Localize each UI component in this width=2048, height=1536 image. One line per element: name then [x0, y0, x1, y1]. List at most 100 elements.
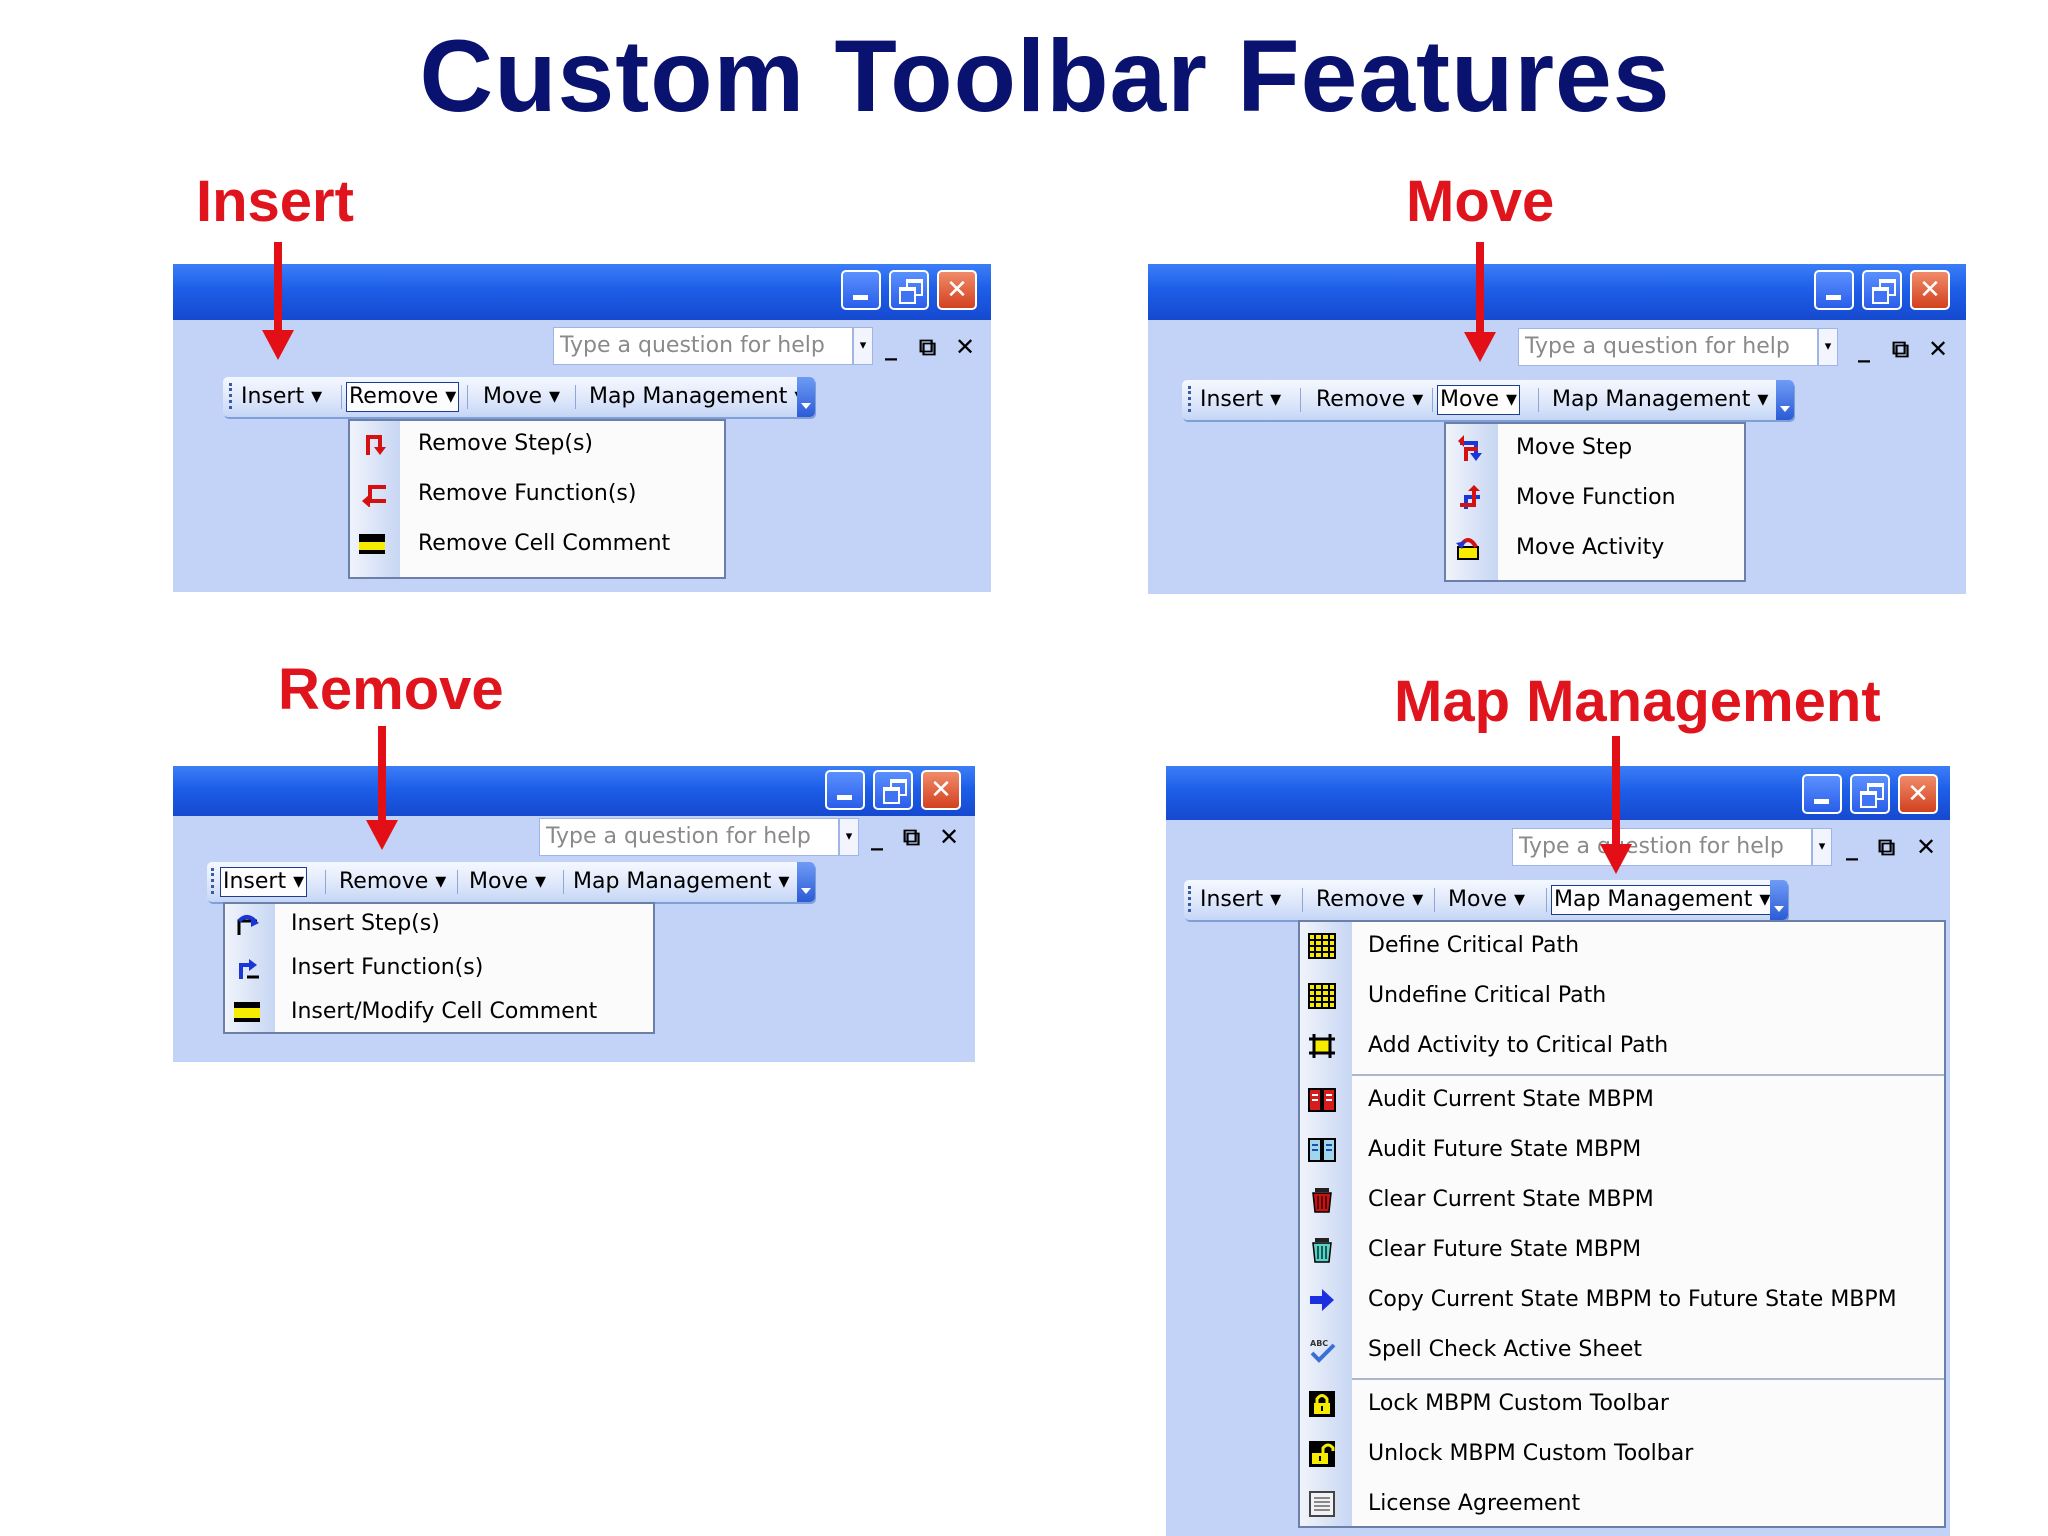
chevron-down-icon: ▾	[1759, 887, 1771, 912]
toolbar-grip[interactable]	[229, 383, 235, 409]
menu-item-lock-mbpm-custom-toolbar[interactable]: Lock MBPM Custom Toolbar	[1300, 1386, 1944, 1422]
menu-item-insert-step[interactable]: Insert Step(s)	[225, 906, 653, 942]
toolbar-map-management-menu[interactable]: Map Management ▾	[1552, 387, 1769, 412]
toolbar-move-menu[interactable]: Move ▾	[483, 384, 561, 409]
panel-map-management-menu: ✕ Type a question for help ▾ _ ⧉ ✕ Inser…	[1166, 766, 1950, 1536]
menu-item-remove-function[interactable]: Remove Function(s)	[350, 476, 724, 512]
book-blue-icon	[1308, 1138, 1336, 1162]
doc-restore-icon[interactable]: ⧉	[903, 823, 921, 851]
toolbar-map-management-menu[interactable]: Map Management ▾	[573, 869, 790, 894]
toolbar-move-menu[interactable]: Move ▾	[1448, 887, 1526, 912]
move-activity-icon	[1456, 538, 1479, 560]
menu-item-clear-current-state-mbpm[interactable]: Clear Current State MBPM	[1300, 1182, 1944, 1218]
menu-item-spell-check-active-sheet[interactable]: ABC Spell Check Active Sheet	[1310, 1337, 1643, 1363]
close-button[interactable]: ✕	[937, 270, 977, 310]
minimize-button[interactable]	[825, 770, 865, 810]
toolbar-insert-menu[interactable]: Insert ▾	[241, 384, 323, 409]
toolbar-options-button[interactable]	[797, 862, 815, 902]
doc-minimize-icon[interactable]: _	[885, 333, 897, 361]
restore-button[interactable]	[1862, 270, 1902, 310]
help-dropdown-button[interactable]: ▾	[1812, 828, 1832, 866]
toolbar-map-management-menu[interactable]: Map Management ▾	[589, 383, 805, 411]
toolbar-map-management-menu[interactable]: Map Management ▾	[1550, 885, 1774, 915]
doc-minimize-icon[interactable]: _	[1858, 335, 1870, 363]
toolbar-separator	[1300, 388, 1301, 412]
menu-item-audit-future-state-mbpm[interactable]: Audit Future State MBPM	[1300, 1132, 1944, 1168]
toolbar-separator	[467, 385, 468, 409]
menu-item-unlock-mbpm-custom-toolbar[interactable]: Unlock MBPM Custom Toolbar	[1300, 1436, 1944, 1472]
custom-toolbar: Insert ▾ Remove ▾ Move ▾ Map Management …	[223, 377, 815, 417]
doc-restore-icon[interactable]: ⧉	[1892, 335, 1910, 363]
doc-restore-icon[interactable]: ⧉	[1878, 833, 1896, 861]
help-dropdown-button[interactable]: ▾	[853, 327, 873, 365]
toolbar-insert-menu[interactable]: Insert ▾	[219, 867, 308, 897]
doc-close-icon[interactable]: ✕	[939, 823, 960, 851]
restore-button[interactable]	[889, 270, 929, 310]
menu-item-insert-modify-cell-comment[interactable]: Insert/Modify Cell Comment	[225, 994, 653, 1030]
doc-minimize-icon[interactable]: _	[1846, 833, 1858, 861]
help-search-input[interactable]: Type a question for help	[1512, 828, 1812, 866]
menu-item-add-activity-to-critical-path[interactable]: Add Activity to Critical Path	[1300, 1028, 1944, 1064]
document-icon	[1309, 1491, 1335, 1517]
menu-item-audit-current-state-mbpm[interactable]: Audit Current State MBPM	[1300, 1082, 1944, 1118]
insert-dropdown-menu: Insert Step(s) Insert Function(s) Insert…	[223, 902, 655, 1034]
chevron-down-icon: ▾	[1506, 387, 1518, 412]
unlock-icon	[1309, 1441, 1335, 1467]
toolbar-remove-menu[interactable]: Remove ▾	[339, 869, 447, 894]
toolbar-remove-menu[interactable]: Remove ▾	[345, 382, 460, 412]
remove-function-icon	[362, 485, 386, 507]
restore-button[interactable]	[873, 770, 913, 810]
doc-minimize-icon[interactable]: _	[871, 823, 883, 851]
doc-close-icon[interactable]: ✕	[1928, 335, 1949, 363]
toolbar-options-button[interactable]	[1770, 880, 1788, 920]
window-titlebar: ✕	[173, 766, 975, 816]
menu-item-move-step[interactable]: Move Step	[1446, 430, 1744, 466]
toolbar-insert-menu[interactable]: Insert ▾	[1200, 887, 1282, 912]
toolbar-grip[interactable]	[1188, 386, 1194, 412]
restore-button[interactable]	[1850, 774, 1890, 814]
close-button[interactable]: ✕	[1910, 270, 1950, 310]
close-button[interactable]: ✕	[1898, 774, 1938, 814]
minimize-button[interactable]	[841, 270, 881, 310]
menu-item-clear-future-state-mbpm[interactable]: Clear Future State MBPM	[1300, 1232, 1944, 1268]
menu-separator	[1352, 1074, 1944, 1076]
doc-close-icon[interactable]: ✕	[1916, 833, 1937, 861]
menu-item-define-critical-path[interactable]: Define Critical Path	[1300, 928, 1944, 964]
help-search-input[interactable]: Type a question for help	[1518, 328, 1818, 366]
chevron-down-icon: ▾	[778, 869, 790, 894]
menu-item-insert-function[interactable]: Insert Function(s)	[225, 950, 653, 986]
toolbar-move-menu[interactable]: Move ▾	[1436, 385, 1521, 415]
close-button[interactable]: ✕	[921, 770, 961, 810]
menu-item-undefine-critical-path[interactable]: Undefine Critical Path	[1300, 978, 1944, 1014]
help-search-input[interactable]: Type a question for help	[553, 327, 853, 365]
toolbar-move-menu[interactable]: Move ▾	[469, 869, 547, 894]
minimize-button[interactable]	[1814, 270, 1854, 310]
toolbar-options-button[interactable]	[797, 377, 815, 417]
doc-close-icon[interactable]: ✕	[955, 333, 976, 361]
panel-remove-menu: ✕ Type a question for help ▾ _ ⧉ ✕ Inser…	[173, 264, 991, 592]
help-dropdown-button[interactable]: ▾	[1818, 328, 1838, 366]
toolbar-options-button[interactable]	[1776, 380, 1794, 420]
menu-item-license-agreement[interactable]: License Agreement	[1300, 1486, 1944, 1522]
toolbar-grip[interactable]	[1188, 886, 1194, 912]
insert-function-icon	[239, 959, 259, 979]
doc-restore-icon[interactable]: ⧉	[919, 333, 937, 361]
help-search-input[interactable]: Type a question for help	[539, 818, 839, 856]
minimize-button[interactable]	[1802, 774, 1842, 814]
chevron-down-icon: ▾	[535, 869, 547, 894]
window-titlebar: ✕	[1166, 766, 1950, 820]
toolbar-insert-menu[interactable]: Insert ▾	[1200, 387, 1282, 412]
toolbar-remove-menu[interactable]: Remove ▾	[1316, 887, 1424, 912]
toolbar-grip[interactable]	[211, 868, 217, 894]
menu-item-remove-step[interactable]: Remove Step(s)	[350, 426, 724, 462]
menu-item-move-function[interactable]: Move Function	[1446, 480, 1744, 516]
menu-item-move-activity[interactable]: Move Activity	[1446, 530, 1744, 566]
menu-item-remove-cell-comment[interactable]: Remove Cell Comment	[350, 526, 724, 562]
menu-item-copy-current-to-future-state-mbpm[interactable]: Copy Current State MBPM to Future State …	[1300, 1282, 1944, 1318]
chevron-down-icon: ▾	[445, 384, 457, 409]
chevron-down-icon: ▾	[1757, 387, 1769, 412]
toolbar-remove-menu[interactable]: Remove ▾	[1316, 387, 1424, 412]
custom-toolbar: Insert ▾ Remove ▾ Move ▾ Map Management …	[1184, 880, 1788, 920]
help-dropdown-button[interactable]: ▾	[839, 818, 859, 856]
toolbar-separator	[457, 870, 458, 894]
